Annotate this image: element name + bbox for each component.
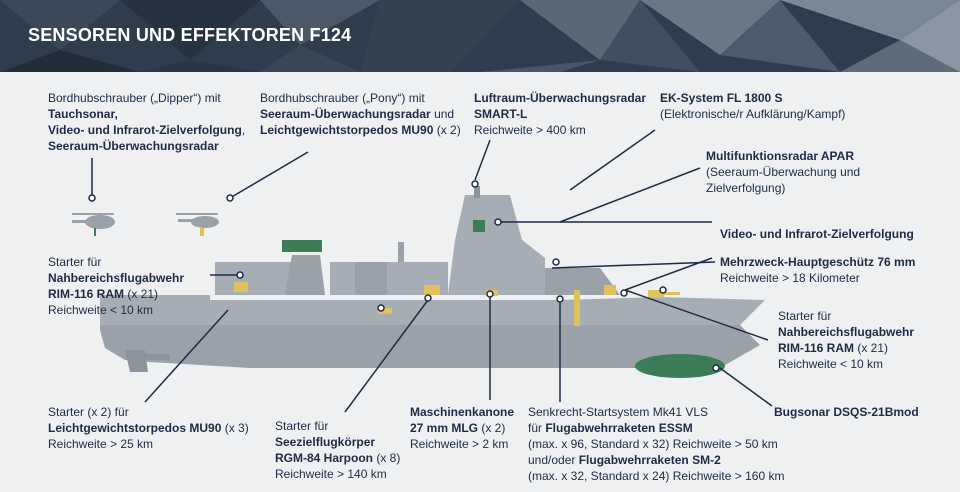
green-radar-aft (282, 240, 322, 252)
label-bugsonar: Bugsonar DSQS-21Bmod (774, 405, 919, 419)
helicopter-dipper-icon (72, 213, 115, 236)
aft-mast-block (285, 255, 325, 295)
ship-hull (100, 295, 765, 330)
label-smartl: Luftraum-Überwachungsradar SMART-L Reich… (474, 91, 647, 137)
label-ek: EK-System FL 1800 S (Elektronische/r Auf… (660, 91, 846, 121)
tower (448, 195, 545, 295)
helicopter-pony-icon (176, 213, 219, 236)
vls-cells (574, 290, 580, 326)
label-mlg: Maschinenkanone 27 mm MLG (x 2) Reichwei… (410, 405, 515, 451)
label-apar: Multifunktionsradar APAR (Seeraum-Überwa… (706, 149, 861, 195)
ship-lower-hull (100, 325, 760, 368)
leader-dots (88, 180, 720, 372)
label-ram-aft: Starter für Nahbereichsflugabwehr RIM-11… (48, 255, 185, 317)
torpedo-launcher (378, 308, 392, 314)
label-vls: Senkrecht-Startsystem Mk41 VLS für Fluga… (528, 405, 785, 483)
label-torpedo: Starter (x 2) für Leichtgewichtstorpedos… (48, 405, 249, 451)
rudder (125, 350, 148, 372)
header-background (0, 0, 960, 72)
harpoon-launcher (424, 285, 440, 295)
fwd-superstructure (545, 268, 620, 295)
label-ram-fwd: Starter für Nahbereichsflugabwehr RIM-11… (778, 309, 915, 371)
propeller-shaft (140, 354, 170, 360)
exhaust-stack (398, 242, 404, 262)
ram-launcher-fwd (604, 285, 616, 295)
label-dipper: Bordhubschrauber („Dipper“) mit Tauchson… (48, 91, 246, 153)
label-pony: Bordhubschrauber („Pony“) mit Seeraum-Üb… (260, 91, 461, 137)
mast (474, 186, 480, 198)
label-main-gun: Mehrzweck-Hauptgeschütz 76 mm Reichweite… (720, 255, 916, 285)
bow-sonar-dome (635, 354, 725, 378)
ship-diagram (72, 129, 773, 413)
leader-lines (91, 129, 773, 413)
main-gun-barrel (664, 292, 680, 295)
apar-face (473, 220, 485, 232)
funnel (355, 262, 387, 295)
header-banner: SENSOREN UND EFFEKTOREN F124 (0, 0, 960, 72)
page-title: SENSOREN UND EFFEKTOREN F124 (28, 25, 352, 45)
label-harpoon: Starter für Seezielflugkörper RGM-84 Har… (275, 419, 401, 481)
ram-launcher-aft (234, 282, 248, 292)
main-gun-turret (648, 290, 664, 298)
label-video: Video- und Infrarot-Zielverfolgung (720, 227, 914, 241)
